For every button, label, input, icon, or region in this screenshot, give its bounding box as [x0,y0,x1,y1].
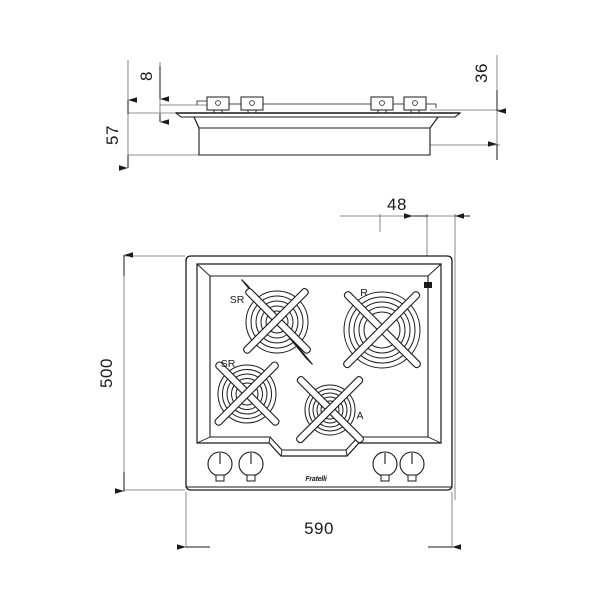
burner-label-top-left: SR [230,294,245,306]
control-knob-1[interactable] [207,451,233,482]
section-burner-blocks [196,96,437,113]
semi-rapid-burner-bottom-left[interactable]: SR [214,358,280,427]
burner-rings-bottom-center [304,384,356,436]
brand-logo: Fratelli [305,476,328,483]
control-knob-4[interactable] [399,451,425,482]
section-view-group: 8 57 36 [103,55,506,171]
control-knobs-group [207,451,425,482]
burner-label-bottom-left: SR [221,358,236,370]
dim-48-label: 48 [387,195,407,214]
dim-590-group: 590 [177,519,461,550]
section-cooktop-profile [174,112,462,156]
dim-8-label: 8 [137,71,156,81]
control-knob-2[interactable] [238,451,264,482]
dim-57-label: 57 [103,125,122,145]
dim-500-label: 500 [97,358,116,388]
pan-support-grate-bottom-left [214,361,280,426]
pan-support-grate-bottom-center [296,376,364,444]
dim-48-group: 48 [387,195,470,219]
cooktop-bevel-lines [196,263,442,457]
semi-rapid-burner-top-left[interactable]: SR [230,279,313,365]
ignition-electrode-block [424,282,432,288]
burner-label-bottom-center: A [356,410,363,422]
dim-36-group: 36 [472,63,506,160]
plan-view-group: 48 500 590 [97,195,470,550]
burner-label-top-right: R [360,287,368,299]
ignition-electrode-marker [424,282,432,340]
dim-500-group: 500 [97,252,133,494]
rapid-burner-top-right[interactable]: R [342,287,421,369]
burner-rings-top-right [343,291,421,369]
burner-rings-top-left [245,290,309,354]
pan-support-grate-top-right [343,291,421,369]
pan-support-grate-top-left [241,279,313,365]
auxiliary-burner-bottom-center[interactable]: A [295,375,364,444]
dim-590-label: 590 [304,519,334,538]
dim-36-label: 36 [472,63,491,83]
dim-8-group: 8 [137,66,169,125]
control-knob-3[interactable] [372,451,398,482]
burner-rings-bottom-left [217,364,277,424]
dim-57-group: 57 [103,97,137,171]
